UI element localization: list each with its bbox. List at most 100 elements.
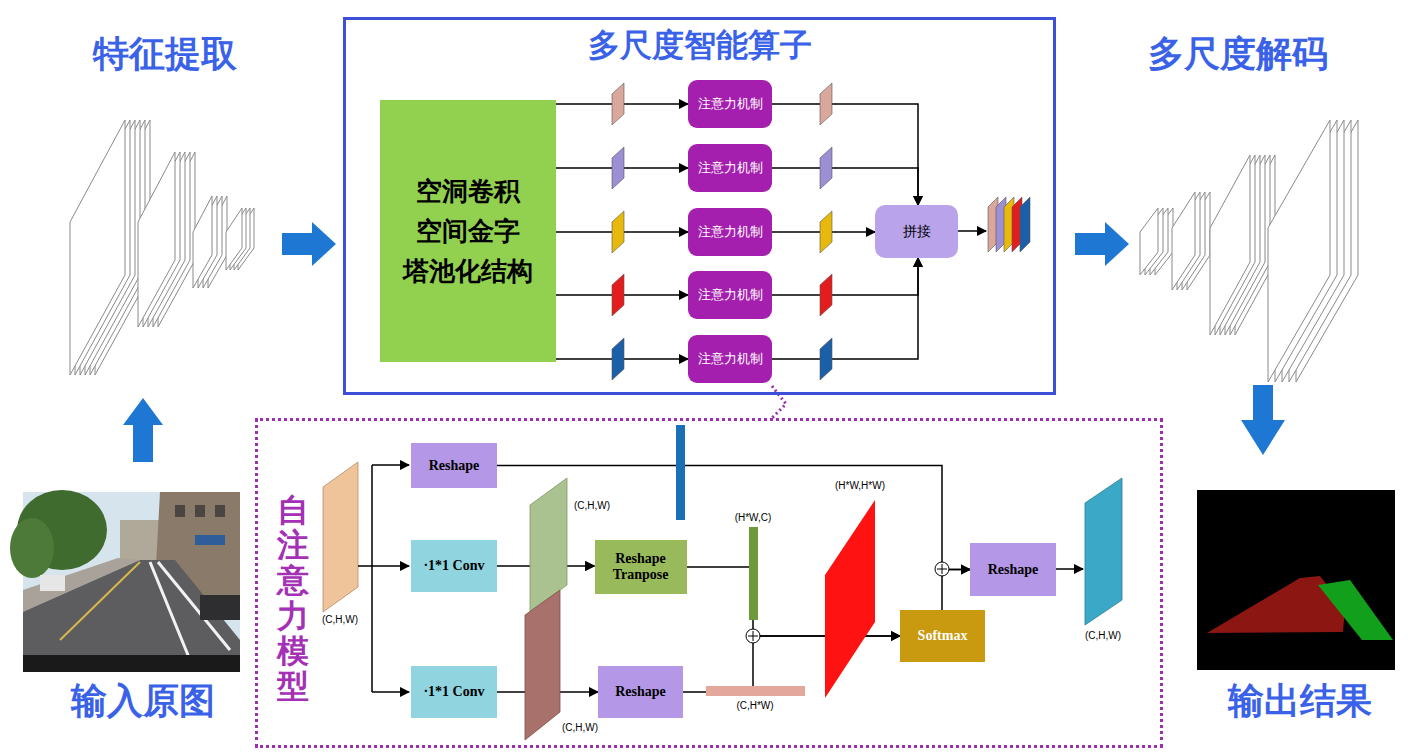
feature-slab xyxy=(612,211,624,253)
connector-arrow xyxy=(772,258,918,359)
query-feature xyxy=(530,478,567,612)
feature-slab xyxy=(1020,197,1030,252)
dimension-label: (H*W,H*W) xyxy=(835,480,885,492)
flow-arrows xyxy=(123,222,1285,462)
sum-circle xyxy=(746,629,760,643)
block-arrow xyxy=(1241,385,1285,455)
attention-box: 注意力机制 xyxy=(688,144,772,192)
sum-cross xyxy=(937,564,947,574)
feature-map xyxy=(193,196,212,288)
node-text: 自注意力模型 xyxy=(277,493,309,704)
attention-map xyxy=(825,500,875,698)
output-mask xyxy=(1197,490,1395,670)
feature-map xyxy=(226,208,242,270)
input-photo xyxy=(10,490,240,672)
road xyxy=(23,560,240,672)
lane-line xyxy=(60,562,140,640)
dashboard xyxy=(23,655,240,672)
feature-map xyxy=(1140,208,1158,275)
attention-box: 注意力机制 xyxy=(688,80,772,128)
conv-box: ·1*1 Conv xyxy=(411,666,497,718)
dimension-label: (C,H,W) xyxy=(574,500,610,512)
feature-map xyxy=(1210,155,1250,335)
decoder-layers xyxy=(1140,120,1358,382)
branch-feature-maps xyxy=(612,83,1030,380)
node-text: 注意力机制 xyxy=(698,286,763,304)
car xyxy=(200,595,240,620)
split-arrow xyxy=(372,464,409,466)
reshape-box: Reshape xyxy=(598,666,683,718)
input-feature xyxy=(323,462,358,612)
query-vector xyxy=(749,527,758,620)
split-arrow xyxy=(372,565,409,567)
node-text: Reshape xyxy=(988,562,1039,578)
module-frame: 多尺度智能算子空洞卷积 空间金字 塔池化结构注意力机制注意力机制注意力机制注意力… xyxy=(343,17,1056,395)
node-text: Reshape xyxy=(615,684,666,700)
key-vector xyxy=(706,686,805,696)
split-line xyxy=(358,465,372,692)
section-title: 特征提取 xyxy=(93,33,237,74)
connector-arrow xyxy=(772,104,918,205)
reshape-box: Reshape xyxy=(411,443,497,488)
node-text: ·1*1 Conv xyxy=(423,558,484,574)
attention-box: 注意力机制 xyxy=(688,208,772,256)
block-arrow xyxy=(123,398,163,462)
feature-slab xyxy=(612,338,624,380)
conv-box: ·1*1 Conv xyxy=(411,540,497,592)
image-caption: 输入原图 xyxy=(71,680,215,721)
feature-slab xyxy=(612,147,624,189)
output-feature xyxy=(1085,478,1122,625)
reshape-transpose-box: Reshape Tranpose xyxy=(595,540,687,594)
dimension-label: (C,H,W) xyxy=(1085,630,1121,642)
softmax-box: Softmax xyxy=(900,610,985,662)
feature-slab xyxy=(612,274,624,316)
concat-box: 拼接 xyxy=(875,205,958,258)
connector-arrow xyxy=(772,168,918,205)
connector-arrow xyxy=(497,466,970,570)
sum-cross xyxy=(748,631,758,641)
sign xyxy=(195,535,225,545)
self-attention-frame: 自注意力模型 Reshape ·1*1 Conv Reshape Tranpose ·1… xyxy=(255,418,1163,748)
node-text: Reshape Tranpose xyxy=(601,551,681,583)
attention-box: 注意力机制 xyxy=(688,335,772,383)
tree xyxy=(10,518,54,578)
node-text: 空洞卷积 空间金字 塔池化结构 xyxy=(390,171,546,291)
value-vector xyxy=(676,425,685,520)
node-text: 多尺度智能算子 xyxy=(346,26,1053,64)
dimension-label: (C,H,W) xyxy=(562,722,598,734)
node-text: 拼接 xyxy=(903,223,931,241)
window xyxy=(215,505,225,517)
key-feature xyxy=(525,590,560,740)
connector-arrow xyxy=(683,636,900,692)
dimension-label: (C,H*W) xyxy=(736,700,773,712)
output-arrow xyxy=(958,230,986,232)
node-text: ·1*1 Conv xyxy=(423,684,484,700)
aspp-box: 空洞卷积 空间金字 塔池化结构 xyxy=(380,100,556,362)
section-title: 多尺度解码 xyxy=(1148,33,1328,74)
block-arrow xyxy=(1075,222,1129,266)
feature-map xyxy=(1268,120,1330,382)
encoder-layers xyxy=(70,120,254,375)
connector-arrow xyxy=(942,570,970,611)
feature-map xyxy=(70,120,125,375)
feature-slab xyxy=(820,274,832,316)
node-text: 注意力机制 xyxy=(698,159,763,177)
attention-box: 注意力机制 xyxy=(688,271,772,319)
sum-circle xyxy=(935,562,949,576)
feature-slab xyxy=(820,83,832,125)
feature-map xyxy=(138,152,175,327)
connector-arrow xyxy=(772,258,918,295)
zoom-leader xyxy=(772,386,786,418)
sum-symbol xyxy=(746,629,760,643)
sum-symbol xyxy=(935,562,949,576)
self-attention-illustration xyxy=(323,425,1122,740)
van xyxy=(40,575,65,591)
dimension-label: (H*W,C) xyxy=(735,512,772,524)
feature-map xyxy=(1172,192,1195,290)
sidewalk xyxy=(23,558,140,612)
dimension-label: (C,H,W) xyxy=(322,614,358,626)
window xyxy=(175,505,185,517)
reshape-box: Reshape xyxy=(970,543,1056,596)
sidewalk-region xyxy=(1318,580,1393,640)
node-text: 注意力机制 xyxy=(698,223,763,241)
